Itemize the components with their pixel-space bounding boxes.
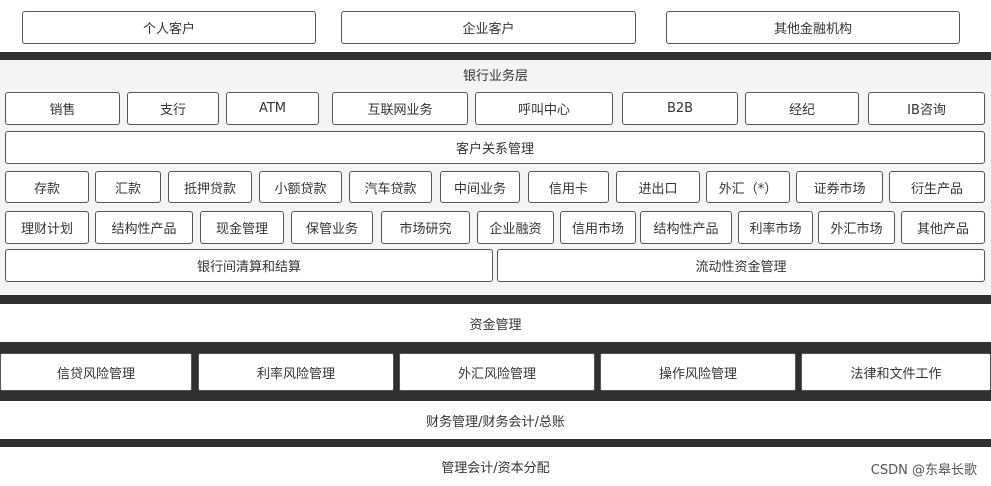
product-remittance: 汇款	[95, 171, 161, 203]
product-credit-market: 信用市场	[560, 211, 636, 244]
risk-legal-documents: 法律和文件工作	[801, 353, 991, 391]
product-intermediary: 中间业务	[440, 171, 520, 203]
customer-other-institutions: 其他金融机构	[666, 11, 960, 44]
product-micro-loan: 小额贷款	[259, 171, 342, 203]
product-cash-management: 现金管理	[200, 211, 284, 244]
product-securities: 证券市场	[796, 171, 883, 203]
channel-atm: ATM	[226, 92, 319, 125]
product-other: 其他产品	[901, 211, 985, 244]
product-deposit: 存款	[5, 171, 89, 203]
finance-band: 财务管理/财务会计/总账	[0, 401, 991, 439]
channel-sales: 销售	[5, 92, 120, 125]
channel-b2b: B2B	[622, 92, 738, 125]
product-wealth-plan: 理财计划	[5, 211, 89, 244]
channel-call-center: 呼叫中心	[475, 92, 613, 125]
product-market-research: 市场研究	[381, 211, 470, 244]
product-structured-1: 结构性产品	[95, 211, 193, 244]
risk-forex: 外汇风险管理	[399, 353, 595, 391]
product-corporate-finance: 企业融资	[477, 211, 554, 244]
watermark: CSDN @东皋长歌	[870, 463, 977, 478]
product-credit-card: 信用卡	[528, 171, 609, 203]
risk-interest-rate: 利率风险管理	[198, 353, 394, 391]
channel-ib-consulting: IB咨询	[868, 92, 985, 125]
crm-bar: 客户关系管理	[5, 131, 985, 164]
channel-brokerage: 经纪	[745, 92, 859, 125]
risk-operational: 操作风险管理	[600, 353, 796, 391]
product-import-export: 进出口	[616, 171, 700, 203]
product-custody: 保管业务	[291, 211, 373, 244]
product-forex: 外汇（*）	[706, 171, 790, 203]
customer-individual: 个人客户	[22, 11, 316, 44]
treasury-band: 资金管理	[0, 304, 991, 342]
product-derivatives: 衍生产品	[889, 171, 985, 203]
product-structured-2: 结构性产品	[640, 211, 732, 244]
bank-business-layer-title: 银行业务层	[462, 68, 528, 84]
risk-credit: 信贷风险管理	[0, 353, 192, 391]
management-accounting-band: 管理会计/资本分配	[0, 447, 991, 486]
channel-branch: 支行	[127, 92, 219, 125]
liquidity-management: 流动性资金管理	[497, 249, 985, 282]
product-rate-market: 利率市场	[738, 211, 813, 244]
channel-internet: 互联网业务	[332, 92, 468, 125]
product-mortgage: 抵押贷款	[168, 171, 252, 203]
customer-enterprise: 企业客户	[341, 11, 636, 44]
product-fx-market: 外汇市场	[818, 211, 895, 244]
interbank-clearing: 银行间清算和结算	[5, 249, 493, 282]
product-auto-loan: 汽车贷款	[349, 171, 432, 203]
